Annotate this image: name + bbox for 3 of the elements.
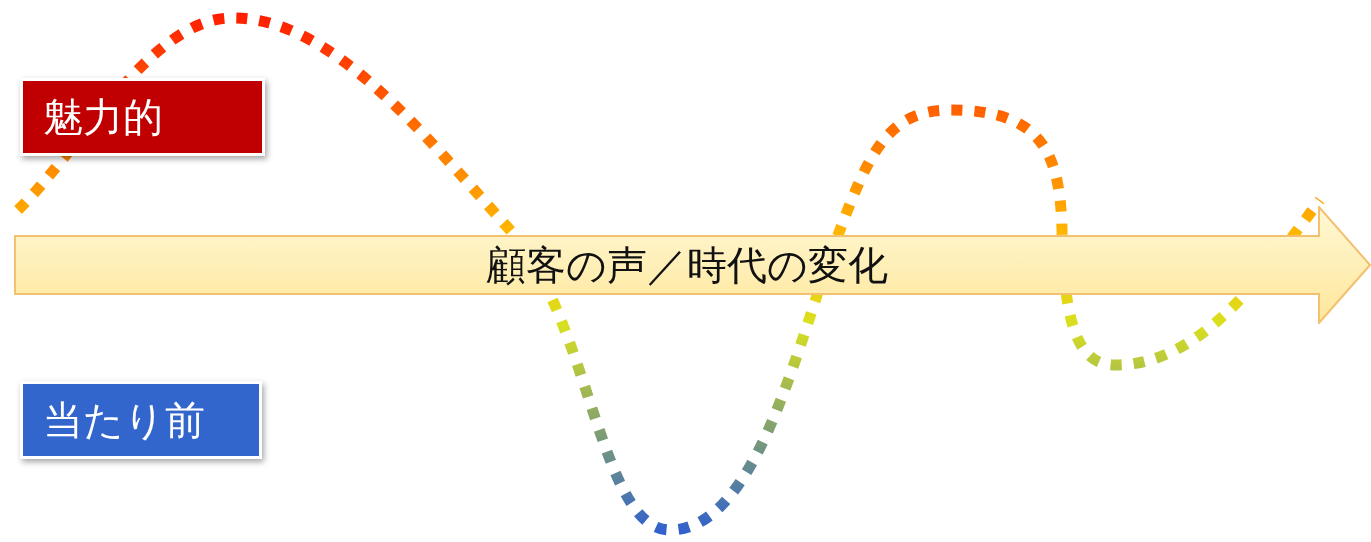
arrow-label: 顧客の声／時代の変化 — [485, 240, 888, 290]
category-box: 魅力的 — [20, 78, 265, 156]
category-box: 当たり前 — [20, 381, 262, 459]
